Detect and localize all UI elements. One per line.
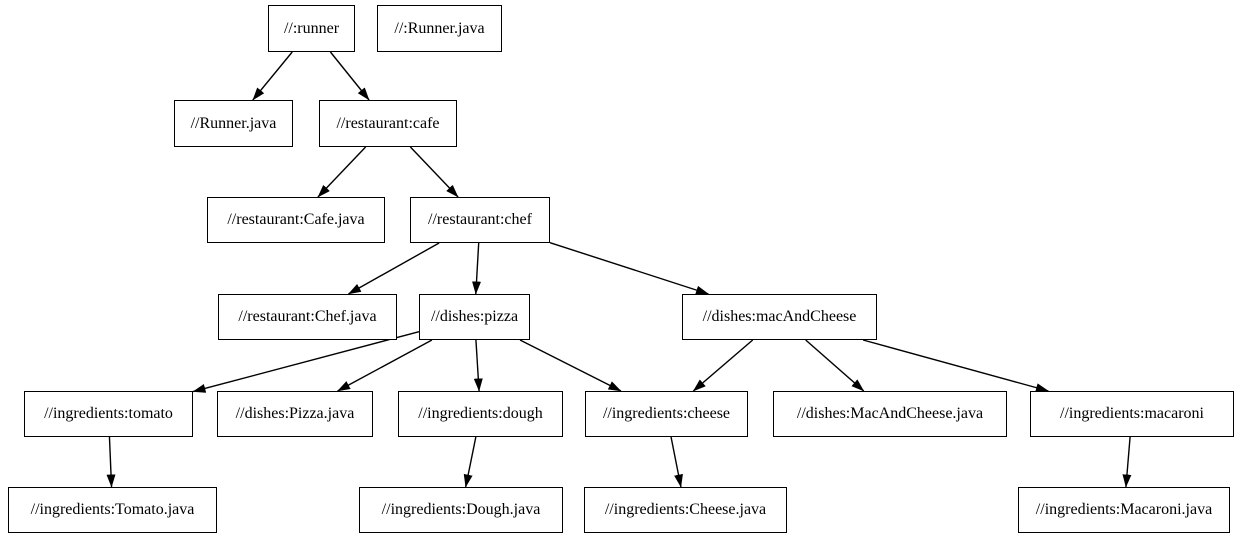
graph-node-macaroni_java: //ingredients:Macaroni.java xyxy=(1018,487,1230,533)
graph-node-dough_java: //ingredients:Dough.java xyxy=(359,487,563,533)
edge-chef-to-pizza xyxy=(472,242,482,295)
edge-runner-to-runner_java xyxy=(252,51,293,101)
graph-node-macaroni: //ingredients:macaroni xyxy=(1030,391,1234,437)
edge-cheese-to-cheese_java xyxy=(670,436,683,488)
edge-cafe-to-chef xyxy=(409,146,459,198)
edge-pizza-to-dough xyxy=(473,339,483,392)
edge-macaroni-to-macaroni_java xyxy=(1122,436,1132,488)
graph-node-chef: //restaurant:chef xyxy=(410,197,550,243)
edge-mac-to-cheese xyxy=(692,339,754,392)
edge-chef-to-chef_java xyxy=(347,242,440,295)
graph-node-cafe: //restaurant:cafe xyxy=(319,100,457,147)
edge-pizza-to-pizza_java xyxy=(337,339,433,392)
edge-mac-to-macaroni xyxy=(862,339,1049,393)
graph-node-runner_java: //Runner.java xyxy=(174,100,293,147)
edge-runner-to-cafe xyxy=(329,51,370,101)
graph-node-pizza: //dishes:pizza xyxy=(419,294,530,340)
edge-cafe-to-cafe_java xyxy=(317,146,367,198)
graph-node-runner: //:runner xyxy=(268,5,355,52)
graph-node-mac_java: //dishes:MacAndCheese.java xyxy=(773,391,1007,437)
edge-tomato-to-tomato_java xyxy=(106,436,116,488)
graph-node-tomato_java: //ingredients:Tomato.java xyxy=(8,487,217,533)
edge-chef-to-mac xyxy=(549,242,709,295)
graph-node-cafe_java: //restaurant:Cafe.java xyxy=(207,197,385,243)
graph-node-tomato: //ingredients:tomato xyxy=(24,391,193,437)
edge-mac-to-mac_java xyxy=(805,339,865,392)
graph-node-chef_java: //restaurant:Chef.java xyxy=(218,294,397,340)
graph-node-mac: //dishes:macAndCheese xyxy=(682,294,877,340)
graph-node-cheese_java: //ingredients:Cheese.java xyxy=(584,487,787,533)
graph-node-cheese: //ingredients:cheese xyxy=(585,391,748,437)
graph-node-runner_src: //:Runner.java xyxy=(377,5,502,52)
graph-node-dough: //ingredients:dough xyxy=(398,391,563,437)
edge-dough-to-dough_java xyxy=(463,436,477,488)
edge-pizza-to-cheese xyxy=(519,339,622,392)
graph-node-pizza_java: //dishes:Pizza.java xyxy=(217,391,373,437)
edge-pizza-to-tomato xyxy=(192,331,420,393)
